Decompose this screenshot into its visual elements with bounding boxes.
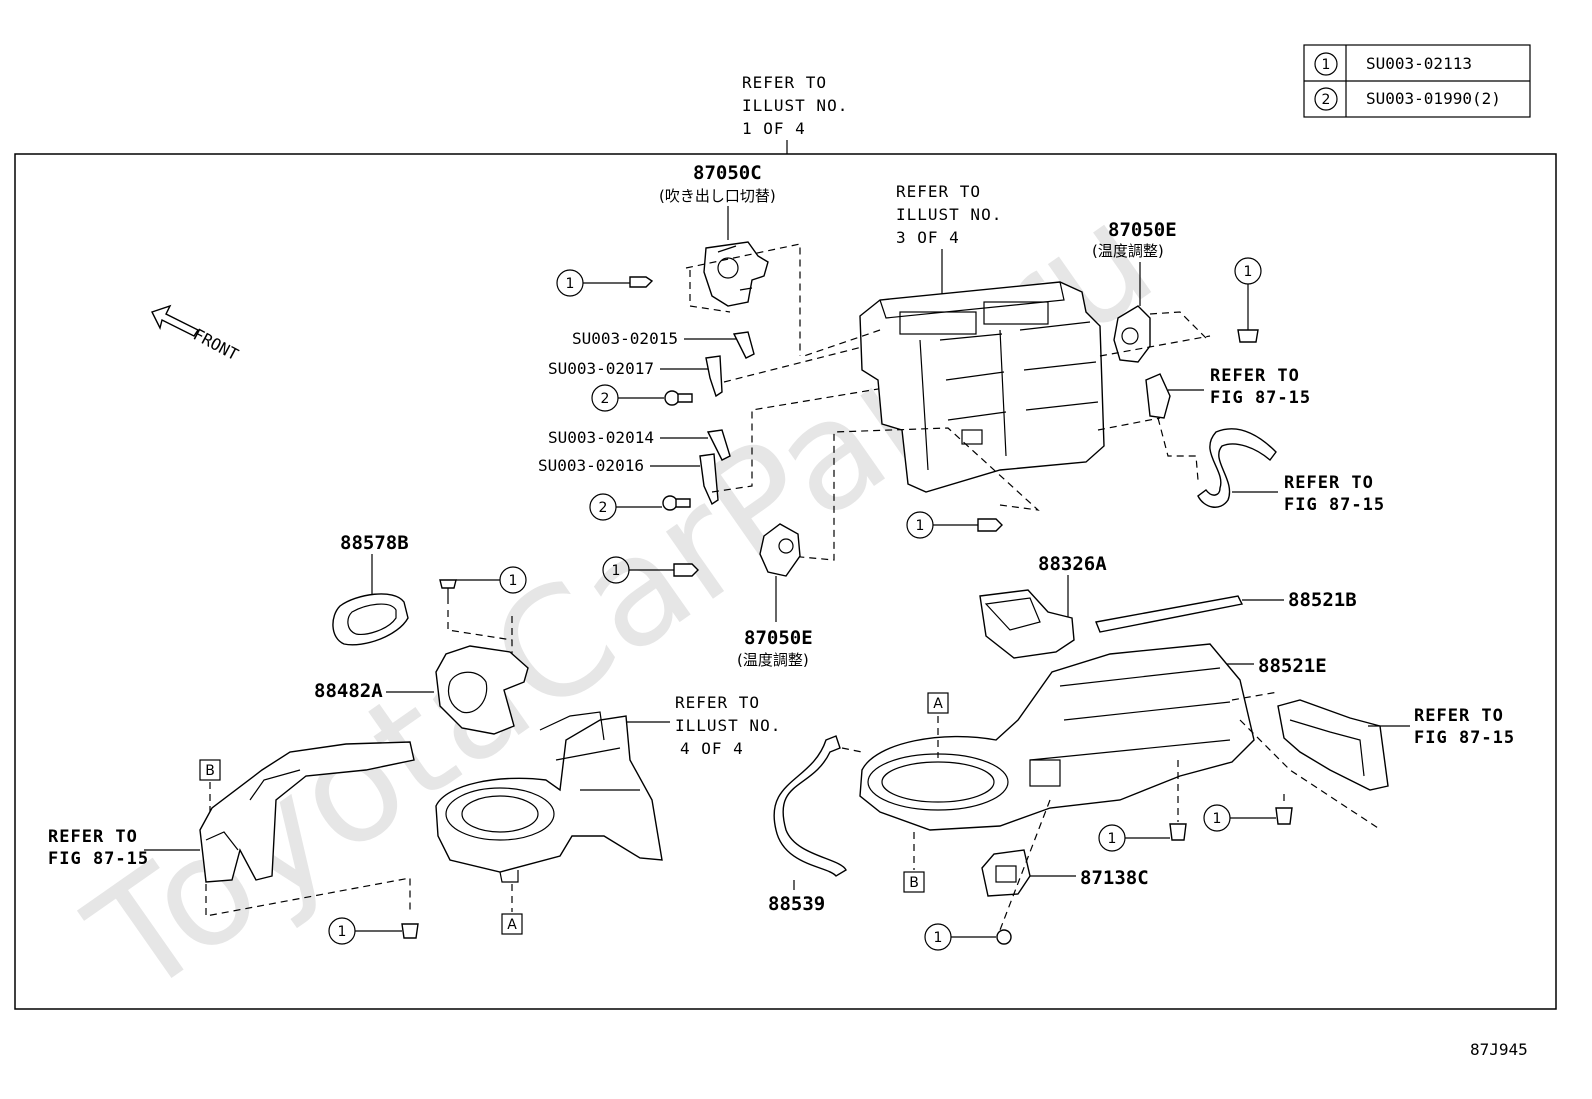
box-b-right: B [903,871,925,893]
svg-text:SU003-02016: SU003-02016 [538,456,644,475]
svg-text:88482A: 88482A [314,680,383,702]
heater-unit-case-icon [859,281,1105,493]
rear-duct-icon [199,741,415,883]
svg-text:SU003-02015: SU003-02015 [572,329,678,348]
legend-code-2: SU003-01990(2) [1366,89,1501,108]
part-87050E-top-label: 87050E (温度調整) [1092,219,1177,306]
part-87138C: 87138C [981,849,1149,897]
part-87050E-bottom-label: 87050E (温度調整) [737,576,813,669]
svg-text:(温度調整): (温度調整) [1092,242,1164,260]
refer-illust-1of4: REFER TO ILLUST NO. 1 OF 4 [742,73,848,154]
svg-text:87050C: 87050C [693,162,762,184]
evaporator-case-icon [859,643,1255,831]
svg-text:87050E: 87050E [744,627,813,649]
legend-table: 1 SU003-02113 2 SU003-01990(2) [1303,44,1531,118]
svg-text:REFER TO: REFER TO [742,73,827,92]
svg-text:4 OF 4: 4 OF 4 [680,739,744,758]
svg-text:88539: 88539 [768,893,825,915]
callout-1-d: 1 [602,556,699,584]
part-88521B: 88521B [1095,589,1357,633]
svg-text:FIG 87-15: FIG 87-15 [1284,495,1385,515]
svg-text:ILLUST NO.: ILLUST NO. [675,716,781,735]
svg-text:REFER TO: REFER TO [1284,473,1374,493]
svg-text:88578B: 88578B [340,532,409,554]
svg-text:2: 2 [601,391,610,407]
callout-1-e: 1 [439,566,527,604]
legend-num-1: 1 [1322,57,1331,73]
svg-text:REFER TO: REFER TO [48,827,138,847]
svg-text:1 OF 4: 1 OF 4 [742,119,806,138]
part-su003-02015: SU003-02015 [572,329,755,359]
svg-text:1: 1 [509,573,518,589]
svg-text:1: 1 [1108,831,1117,847]
svg-text:ILLUST NO.: ILLUST NO. [896,205,1002,224]
callout-1-b: 1 [1234,257,1262,343]
refer-fig-87-15-b: REFER TO FIG 87-15 [1197,428,1385,515]
refer-fig-87-15-c: REFER TO FIG 87-15 [48,827,200,869]
part-88326A: 88326A [979,553,1107,659]
actuator-87050E-bottom-icon [759,523,801,577]
svg-text:1: 1 [338,924,347,940]
figure-code: 87J945 [1470,1040,1528,1059]
callout-1-c: 1 [906,511,1003,539]
svg-text:1: 1 [612,563,621,579]
svg-text:(吹き出し口切替): (吹き出し口切替) [659,187,776,205]
part-88578B: 88578B [332,532,409,646]
svg-text:(温度調整): (温度調整) [737,651,809,669]
callout-1-a: 1 [556,269,654,297]
svg-text:REFER TO: REFER TO [675,693,760,712]
part-su003-02017: SU003-02017 [548,355,723,398]
diagram-frame [14,153,1557,1010]
svg-text:3 OF 4: 3 OF 4 [896,228,960,247]
svg-text:2: 2 [599,500,608,516]
svg-text:A: A [507,917,517,933]
box-a-lower: A [501,913,523,935]
callout-2-b: 2 [589,493,691,521]
svg-text:REFER TO: REFER TO [1210,366,1300,386]
part-88539: 88539 [768,735,863,915]
refer-fig-87-15-d: REFER TO FIG 87-15 [1277,699,1515,791]
svg-text:A: A [933,696,943,712]
box-b-left: B [199,759,221,781]
refer-illust-4of4: REFER TO ILLUST NO. 4 OF 4 [620,693,781,758]
svg-text:REFER TO: REFER TO [896,182,981,201]
svg-text:88326A: 88326A [1038,553,1107,575]
svg-text:FIG 87-15: FIG 87-15 [1414,728,1515,748]
refer-fig-87-15-a: REFER TO FIG 87-15 [1145,366,1311,419]
actuator-87050C-icon [703,241,769,307]
svg-text:1: 1 [916,518,925,534]
svg-text:1: 1 [566,276,575,292]
blower-case-icon [435,711,663,883]
svg-text:87050E: 87050E [1108,219,1177,241]
part-88482A: 88482A [314,645,529,735]
front-arrow-icon: FRONT [151,304,242,365]
svg-text:FIG 87-15: FIG 87-15 [1210,388,1311,408]
svg-text:SU003-02014: SU003-02014 [548,428,654,447]
svg-text:FRONT: FRONT [190,325,242,365]
svg-text:REFER TO: REFER TO [1414,706,1504,726]
part-87050C-label: 87050C (吹き出し口切替) [659,162,776,240]
svg-text:FIG 87-15: FIG 87-15 [48,849,149,869]
part-su003-02014: SU003-02014 [548,428,731,461]
svg-text:87138C: 87138C [1080,867,1149,889]
callout-1-g: 1 [924,923,1012,951]
svg-text:SU003-02017: SU003-02017 [548,359,654,378]
callout-1-f: 1 [328,917,419,945]
svg-text:1: 1 [1213,811,1222,827]
legend-code-1: SU003-02113 [1366,54,1472,73]
svg-text:88521B: 88521B [1288,589,1357,611]
svg-text:1: 1 [1244,264,1253,280]
callout-1-h: 1 [1098,823,1187,852]
svg-text:B: B [205,763,215,779]
refer-illust-3of4: REFER TO ILLUST NO. 3 OF 4 [896,182,1002,294]
legend-num-2: 2 [1322,92,1331,108]
svg-text:B: B [909,875,919,891]
callout-1-i: 1 [1203,804,1293,832]
svg-text:ILLUST NO.: ILLUST NO. [742,96,848,115]
box-a-right: A [927,692,949,714]
svg-text:88521E: 88521E [1258,655,1327,677]
callout-2-a: 2 [591,384,693,412]
svg-text:1: 1 [934,930,943,946]
